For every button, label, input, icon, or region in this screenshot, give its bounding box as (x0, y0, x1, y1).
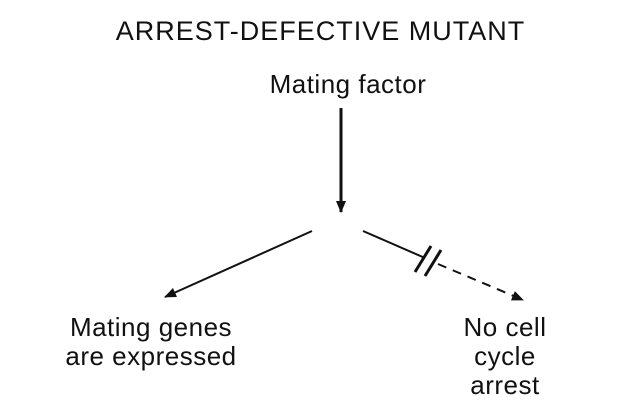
node-mating-factor: Mating factor (269, 69, 427, 99)
node-mating-genes-line-1: Mating genes (69, 312, 233, 342)
arrow-to-no-arrest-dashed (437, 263, 524, 301)
node-no-arrest-line-2: cycle (474, 341, 536, 372)
arrow-to-no-arrest-solid (362, 230, 426, 259)
node-mating-genes: Mating genes are expressed (16, 312, 286, 372)
arrow-to-mating-genes (164, 230, 313, 298)
node-mating-genes-line-2: are expressed (65, 341, 237, 372)
node-no-arrest-line-3: arrest (470, 370, 540, 400)
diagram-title: ARREST-DEFECTIVE MUTANT (115, 16, 526, 46)
node-no-cell-cycle-arrest: No cell cycle arrest (435, 312, 575, 400)
block-mark-icon (413, 245, 443, 277)
node-no-arrest-line-1: No cell (463, 312, 547, 342)
